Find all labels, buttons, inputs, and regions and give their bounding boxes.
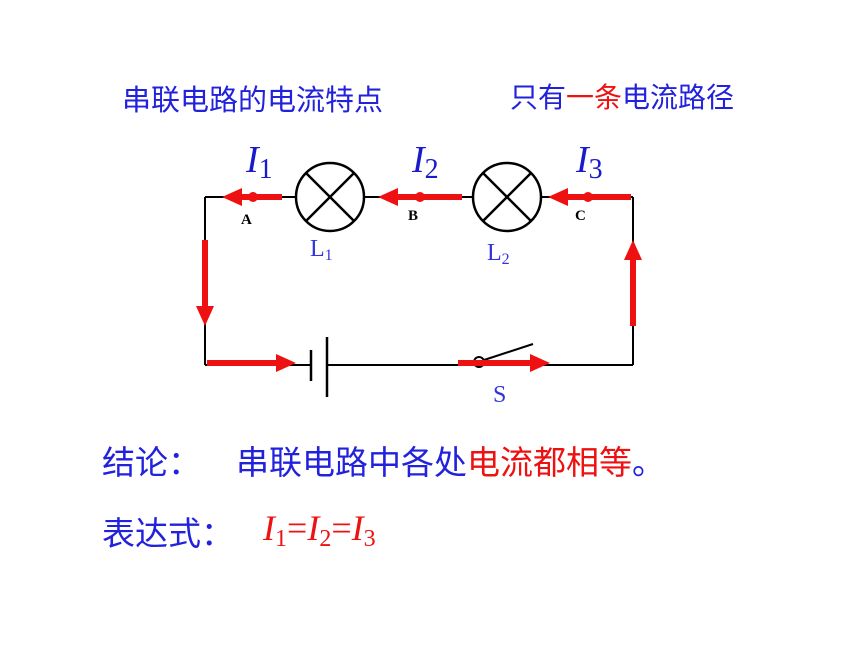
expr-eq-1: =	[287, 508, 308, 548]
conclusion-label: 结论：	[102, 443, 201, 482]
expression-label: 表达式：	[102, 514, 234, 553]
arrow-bottom-right	[458, 354, 550, 372]
current-i2-sub: 2	[424, 154, 439, 185]
expr-i2-sub: 2	[319, 526, 332, 552]
point-b-label: B	[408, 208, 419, 224]
expr-i1-sub: 1	[275, 526, 287, 552]
expr-i3-symbol: I	[351, 508, 364, 548]
conclusion-text: 串联电路中各处电流都相等。	[236, 436, 665, 484]
current-i3-symbol: I	[576, 139, 589, 181]
expr-i2-symbol: I	[307, 508, 320, 548]
lamp-l2-label: L2	[487, 240, 510, 269]
path-note-prefix: 只有	[510, 81, 567, 114]
arrow-top-right	[548, 188, 631, 206]
arrow-top-middle	[378, 188, 462, 206]
expr-i1-symbol: I	[263, 508, 275, 548]
point-a-label: A	[241, 212, 252, 228]
current-label-i1: I1	[246, 138, 273, 186]
current-label-i2: I2	[412, 138, 439, 186]
expression-formula: I1=I2=I3	[263, 507, 376, 553]
lamp-l1-symbol: L	[310, 236, 325, 262]
path-note-suffix: 电流路径	[622, 81, 735, 114]
path-note: 只有一条电流路径	[510, 76, 734, 116]
arrow-right-up	[624, 240, 642, 326]
wires	[204, 196, 634, 366]
current-label-i3: I3	[576, 138, 603, 186]
lamp-l2	[471, 161, 543, 233]
lamp-l1-label: L1	[310, 236, 333, 265]
battery	[309, 337, 329, 397]
expr-eq-2: =	[331, 508, 352, 548]
expr-i3-sub: 3	[363, 526, 376, 552]
lamp-l2-sub: 2	[501, 251, 510, 268]
current-i2-symbol: I	[412, 139, 425, 181]
arrow-left-down	[196, 240, 214, 326]
lamp-l1-sub: 1	[324, 247, 333, 264]
current-i3-sub: 3	[588, 154, 603, 185]
lamp-l2-symbol: L	[487, 240, 502, 266]
arrow-bottom-left	[207, 354, 296, 372]
lamp-l1	[294, 161, 366, 233]
arrow-top-left	[222, 188, 282, 206]
path-note-highlight: 一条	[566, 81, 623, 114]
conclusion-text-blue: 串联电路中各处	[236, 443, 467, 482]
current-arrows	[196, 188, 642, 372]
current-i1-symbol: I	[246, 139, 259, 181]
current-i1-sub: 1	[258, 154, 273, 185]
point-c-label: C	[575, 208, 586, 224]
page-title: 串联电路的电流特点	[122, 83, 384, 117]
conclusion-text-red: 电流都相等	[467, 443, 632, 482]
switch-label: S	[493, 382, 507, 408]
conclusion-end: 。	[632, 443, 665, 482]
